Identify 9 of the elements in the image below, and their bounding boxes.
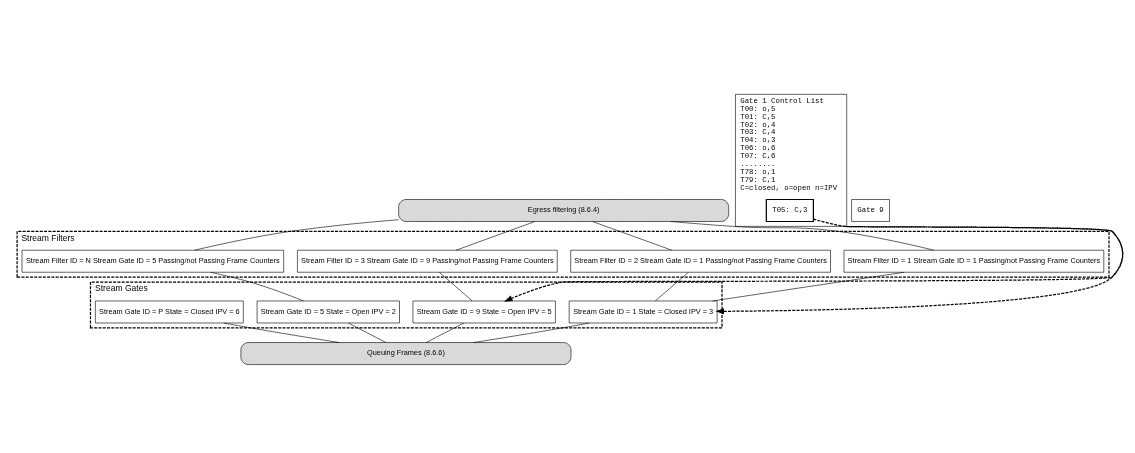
connector [670, 220, 935, 250]
connector [194, 218, 399, 250]
connector [455, 220, 536, 250]
arrow [715, 217, 1124, 314]
connector [712, 271, 905, 301]
arrow [504, 225, 1124, 302]
connector [439, 271, 473, 301]
connector [655, 271, 689, 301]
connector [592, 220, 673, 250]
